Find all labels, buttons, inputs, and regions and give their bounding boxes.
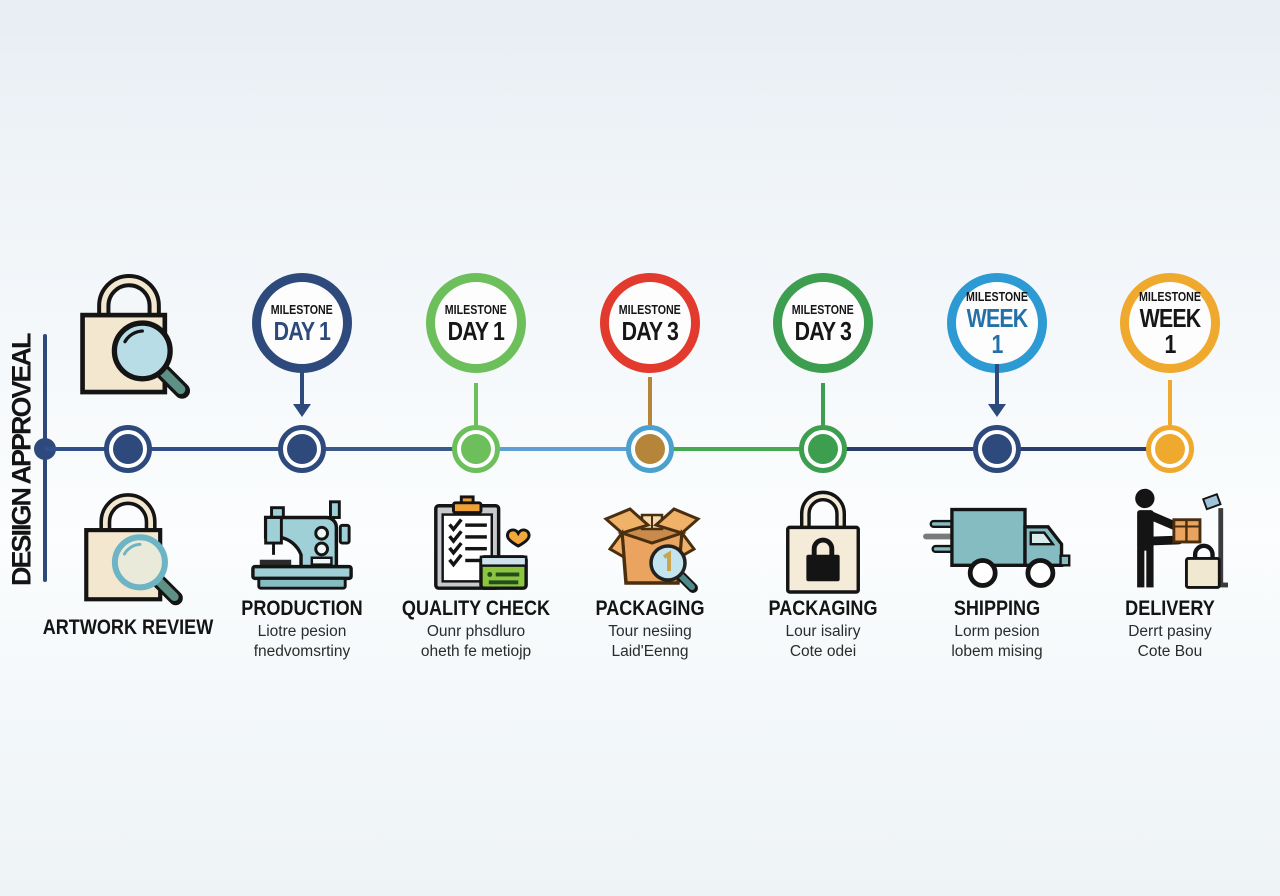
milestone-label: MILESTONE	[1138, 288, 1201, 304]
delivery-person-icon	[1112, 486, 1228, 596]
timeline-node	[799, 425, 847, 473]
connector-line	[1168, 380, 1172, 425]
timeline-node	[278, 425, 326, 473]
stage-subtitle-line: oheth fe metiojp	[420, 643, 532, 661]
milestone-value: WEEK 1	[966, 302, 1028, 359]
stage-subtitle-line: Ounr phsdluro	[426, 623, 526, 640]
arrow-head-icon	[988, 404, 1006, 417]
timeline-node-fill	[1155, 434, 1185, 464]
stage-subtitle-line: Lorm pesion	[954, 623, 1040, 640]
stage-subtitle-line: Tour nesiing	[608, 623, 692, 640]
timeline-segment	[302, 447, 476, 451]
timeline-node-fill	[113, 434, 143, 464]
stage-subtitle-line: Liotre pesion	[257, 623, 347, 640]
shopping-bag-magnifier-icon	[68, 486, 188, 610]
timeline-segment	[650, 447, 823, 451]
stage-subtitle-line: Cote Bou	[1137, 643, 1203, 661]
stage-subtitle: Lorm pesion lobem mising	[897, 622, 1097, 662]
milestone-value: DAY 3	[621, 315, 679, 346]
timeline-node	[626, 425, 674, 473]
bag-padlock-icon	[776, 490, 870, 598]
stage-subtitle: Ounr phsdluro oheth fe metiojp	[376, 622, 576, 662]
timeline-node	[452, 425, 500, 473]
stage-subtitle-line: Laid'Eenng	[611, 643, 689, 661]
stage-subtitle-line: Derrt pasiny	[1128, 623, 1212, 640]
milestone-label: MILESTONE	[270, 301, 333, 317]
stage-subtitle: Liotre pesion fnedvomsrtiny	[202, 622, 402, 662]
timeline-segment	[997, 447, 1170, 451]
stage-subtitle-line: Lour isaliry	[785, 623, 861, 640]
milestone-label: MILESTONE	[618, 301, 681, 317]
timeline-node-fill	[808, 434, 838, 464]
arrow-shaft	[300, 364, 304, 406]
timeline-node-fill	[982, 434, 1012, 464]
stage-title: QUALITY CHECK	[401, 597, 551, 620]
connector-arrow	[293, 364, 311, 420]
connector-line	[648, 377, 652, 425]
timeline-segment	[128, 447, 302, 451]
milestone-label: MILESTONE	[444, 301, 507, 317]
milestone-value: DAY 1	[447, 315, 505, 346]
milestone-label: MILESTONE	[965, 288, 1028, 304]
timeline-node	[973, 425, 1021, 473]
connector-line	[474, 383, 478, 425]
stage-subtitle-line: fnedvomsrtiny	[253, 643, 351, 661]
milestone-value: DAY 1	[273, 315, 331, 346]
connector-line	[821, 383, 825, 425]
axis-label: DESIIGN APPROVEAL	[6, 334, 37, 586]
stage-subtitle-line: lobem mising	[951, 643, 1043, 661]
clipboard-checklist-icon	[424, 492, 534, 600]
stage-title: PACKAGING	[768, 597, 878, 620]
shopping-bag-magnifier-icon	[62, 266, 196, 404]
connector-arrow	[988, 364, 1006, 420]
milestone-value: WEEK 1	[1139, 302, 1201, 359]
timeline-node-fill	[287, 434, 317, 464]
timeline-node-fill	[461, 434, 491, 464]
timeline-node	[1146, 425, 1194, 473]
stage-title: PRODUCTION	[241, 597, 363, 620]
milestone-label: MILESTONE	[791, 301, 854, 317]
stage-title: DELIVERY	[1125, 597, 1215, 620]
timeline-segment	[476, 447, 650, 451]
stage-title: SHIPPING	[953, 597, 1041, 620]
open-box-magnifier-icon	[596, 490, 708, 602]
timeline-node	[104, 425, 152, 473]
arrow-head-icon	[293, 404, 311, 417]
timeline-segment	[45, 447, 130, 451]
timeline-node-fill	[635, 434, 665, 464]
milestone-value: DAY 3	[794, 315, 852, 346]
sewing-machine-icon	[248, 494, 356, 596]
arrow-shaft	[995, 364, 999, 406]
stage-title: ARTWORK REVIEW	[42, 616, 214, 639]
timeline-segment	[823, 447, 997, 451]
stage-title: PACKAGING	[595, 597, 705, 620]
delivery-truck-icon	[922, 498, 1078, 598]
stage-subtitle-line: Cote odei	[789, 643, 857, 661]
